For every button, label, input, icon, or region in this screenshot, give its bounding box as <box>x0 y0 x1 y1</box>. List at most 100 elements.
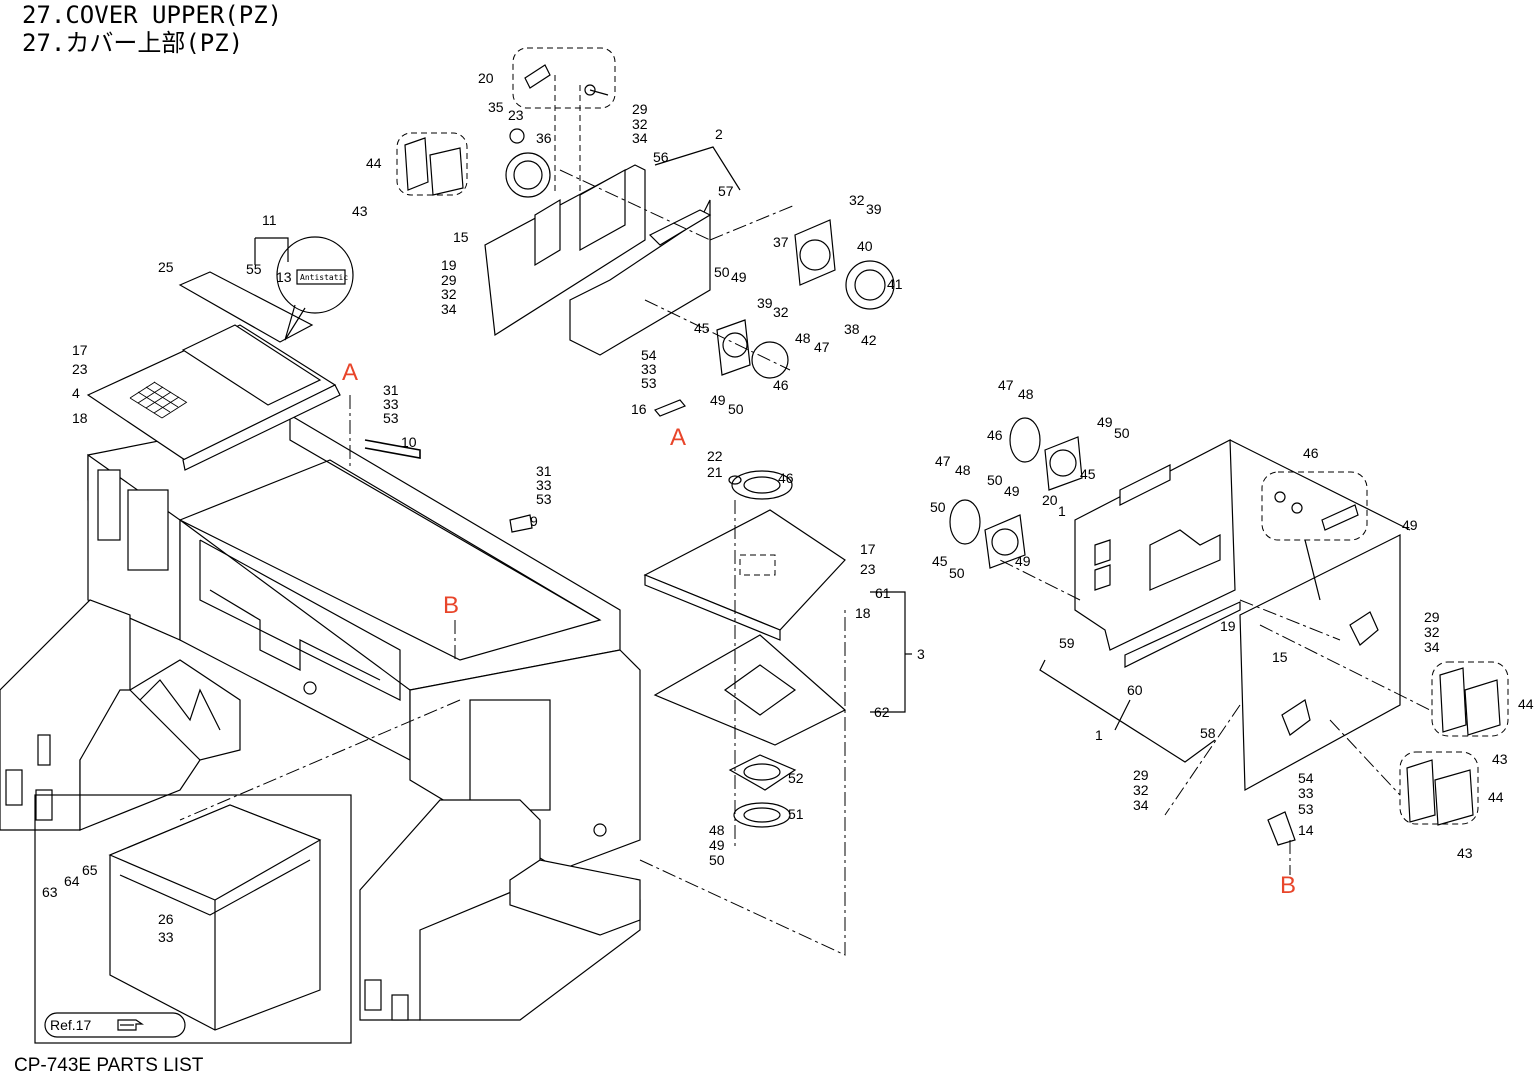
callout-number: 3 <box>917 646 925 662</box>
callout-number: 32 <box>632 116 648 132</box>
callout-number: 53 <box>536 491 552 507</box>
reference-markers: A A B B <box>342 359 1296 899</box>
reference-inset-box: Ref.17 <box>34 794 352 1044</box>
callout-number: 34 <box>1424 639 1440 655</box>
reference-marker: A <box>342 359 358 386</box>
callout-number: 4 <box>72 385 80 401</box>
callout-number: 33 <box>536 477 552 493</box>
callout-number: 32 <box>849 192 865 208</box>
callout-number: 45 <box>694 320 710 336</box>
callout-number: 14 <box>1298 822 1314 838</box>
callout-number: 43 <box>352 203 368 219</box>
callout-number: 36 <box>536 130 552 146</box>
callout-number: 63 <box>42 884 58 900</box>
callout-number: 9 <box>530 513 538 529</box>
callout-number: 53 <box>383 410 399 426</box>
footer-text: CP-743E PARTS LIST <box>14 1055 204 1076</box>
callout-number: 47 <box>935 453 951 469</box>
plate-55 <box>178 271 314 343</box>
fan-45 <box>716 319 751 376</box>
callout-number: 45 <box>932 553 948 569</box>
callout-number: 46 <box>987 427 1003 443</box>
callout-number: 52 <box>788 770 804 786</box>
callout-number: 33 <box>641 361 657 377</box>
callout-number: 48 <box>795 330 811 346</box>
callout-number: 17 <box>860 541 876 557</box>
callout-number: 23 <box>508 107 524 123</box>
callout-number: 33 <box>383 396 399 412</box>
callout-number: 48 <box>709 822 725 838</box>
reference-marker: B <box>1280 872 1296 899</box>
callout-number: 44 <box>1488 789 1504 805</box>
callout-number: 31 <box>536 463 552 479</box>
callout-number: 11 <box>262 212 277 228</box>
callout-number: 53 <box>1298 801 1314 817</box>
callout-number: 43 <box>1457 845 1473 861</box>
callout-number: 43 <box>1492 751 1508 767</box>
reference-marker: A <box>670 424 686 451</box>
callout-number: 39 <box>757 295 773 311</box>
callout-number: 19 <box>1220 618 1236 634</box>
callout-number: 48 <box>1018 386 1034 402</box>
callout-number: 38 <box>844 321 860 337</box>
callout-number: 47 <box>998 377 1014 393</box>
callout-number: 18 <box>855 605 871 621</box>
callout-number: 1 <box>1095 727 1103 743</box>
callout-number: 35 <box>488 99 504 115</box>
callout-number: 41 <box>887 276 903 292</box>
callout-number: 29 <box>632 101 648 117</box>
group-44-right-bottom <box>1399 751 1479 825</box>
middle-plate-61 <box>643 509 846 641</box>
callout-number: 60 <box>1127 682 1143 698</box>
group-44-right-top <box>1431 661 1509 737</box>
ref-label: Ref.17 <box>50 1017 91 1033</box>
callout-number: 34 <box>441 301 457 317</box>
callout-number: 32 <box>773 304 789 320</box>
callout-number: 17 <box>72 342 88 358</box>
callout-number: 2 <box>715 126 723 142</box>
callout-number: 18 <box>72 410 88 426</box>
fan-guard-36 <box>505 152 551 198</box>
callout-number: 34 <box>1133 797 1149 813</box>
fan-52 <box>728 754 797 791</box>
callout-number: 48 <box>955 462 971 478</box>
callout-number: 10 <box>401 434 417 450</box>
callout-number: 62 <box>874 704 890 720</box>
callout-number: 49 <box>731 269 747 285</box>
callout-number: 22 <box>707 448 723 464</box>
callout-number: 34 <box>632 130 648 146</box>
callout-number: 51 <box>788 806 804 822</box>
callout-number: 50 <box>728 401 744 417</box>
callout-number: 23 <box>860 561 876 577</box>
callout-number: 49 <box>709 837 725 853</box>
back-plate-assembly <box>484 75 712 356</box>
reference-marker: B <box>443 592 459 619</box>
callout-number: 13 <box>276 269 292 285</box>
callout-number: 29 <box>1133 767 1149 783</box>
page-title-japanese: 27.カバー上部(PZ) <box>22 29 244 57</box>
callout-number: 47 <box>814 339 830 355</box>
callout-number: 1 <box>1058 503 1066 519</box>
callout-number: 46 <box>778 470 794 486</box>
callout-number: 39 <box>866 201 882 217</box>
callout-number: 29 <box>441 272 457 288</box>
callout-number: 61 <box>875 585 891 601</box>
side-plate-59 <box>1074 439 1241 668</box>
callout-number: 50 <box>709 852 725 868</box>
callout-number: 50 <box>714 264 730 280</box>
callout-number: 15 <box>453 229 469 245</box>
callout-number: 50 <box>1114 425 1130 441</box>
callout-number: 45 <box>1080 466 1096 482</box>
callout-number: 65 <box>82 862 98 878</box>
group-44-top <box>396 132 468 196</box>
fan-37 <box>794 219 836 286</box>
callout-number: 15 <box>1272 649 1288 665</box>
antistatic-label: Antistatic <box>300 273 348 282</box>
callout-number: 26 <box>158 911 174 927</box>
callout-number: 20 <box>478 70 494 86</box>
callout-number: 44 <box>366 155 382 171</box>
callout-number: 46 <box>773 377 789 393</box>
callout-number: 53 <box>641 375 657 391</box>
group-20-top <box>512 47 616 109</box>
